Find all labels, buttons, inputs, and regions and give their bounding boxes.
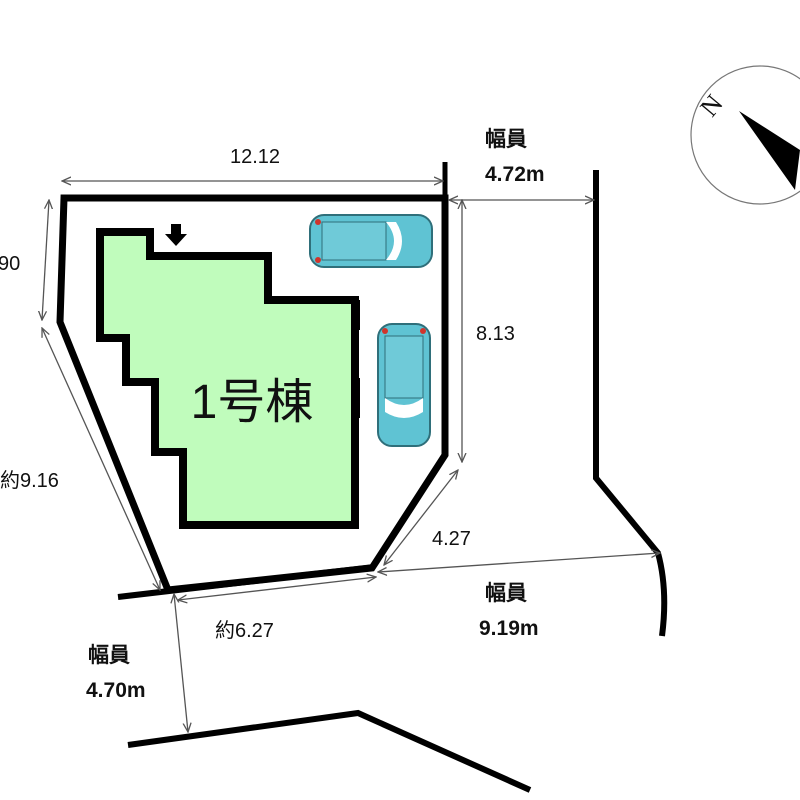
car-icon bbox=[377, 323, 431, 447]
dimension-top: 12.12 bbox=[230, 146, 280, 168]
road-width: 4.70m bbox=[86, 679, 146, 702]
road-width: 9.19m bbox=[479, 617, 539, 640]
dimension-line-corner bbox=[384, 470, 458, 565]
dimension-left-top: 90 bbox=[0, 253, 20, 275]
dimension-line-bottom bbox=[178, 577, 376, 600]
building-wall-feature bbox=[352, 300, 360, 330]
building-label: 1号棟 bbox=[191, 376, 314, 429]
dimension-corner: 4.27 bbox=[432, 528, 471, 550]
dimension-right: 8.13 bbox=[476, 323, 515, 345]
road-label: 幅員 bbox=[88, 644, 130, 667]
dimension-line-road-bottom bbox=[378, 553, 660, 572]
dimension-bottom: 約6.27 bbox=[215, 619, 274, 642]
dimension-line-left-diagonal bbox=[42, 328, 160, 590]
road-edge-lower bbox=[127, 709, 532, 793]
road-label: 幅員 bbox=[485, 582, 527, 605]
road-edge-right bbox=[593, 170, 668, 637]
car-icon bbox=[309, 214, 433, 268]
dimension-left-diagonal: 約9.16 bbox=[0, 469, 59, 492]
dimension-line-left-top bbox=[42, 200, 49, 320]
road-label: 幅員 bbox=[485, 128, 527, 151]
building-wall-feature bbox=[352, 378, 360, 418]
road-width: 4.72m bbox=[485, 163, 545, 186]
compass-icon: N bbox=[690, 65, 800, 205]
dimension-line-road-lower bbox=[174, 594, 188, 732]
entrance-arrow-icon bbox=[165, 224, 187, 246]
